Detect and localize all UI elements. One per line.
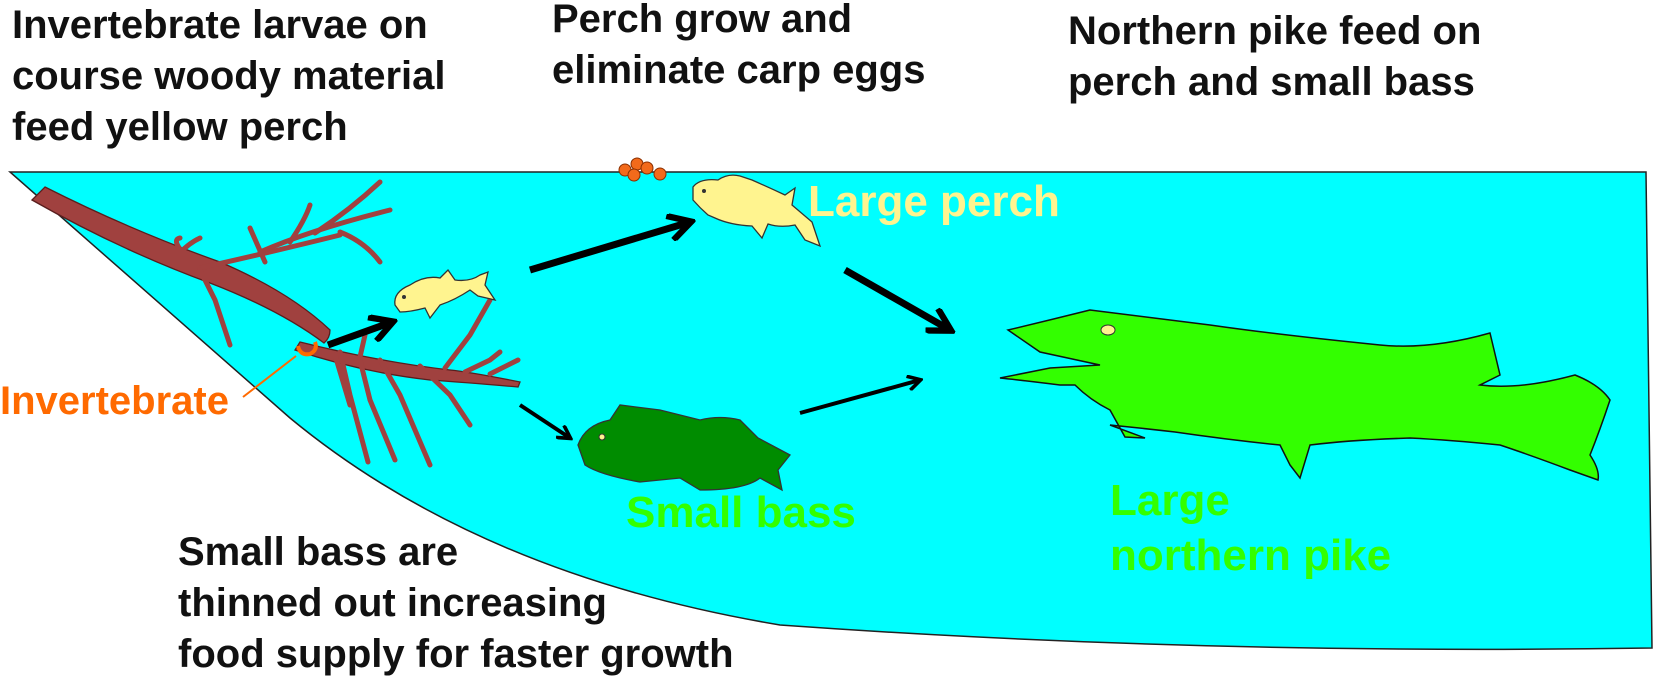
small-bass-icon xyxy=(577,404,791,492)
large-pike-label-line1: Large xyxy=(1110,476,1230,525)
large-pike-label-line2: northern pike xyxy=(1110,531,1391,580)
northern-pike-icon xyxy=(999,309,1611,481)
caption-pike-feed: Northern pike feed on perch and small ba… xyxy=(1068,9,1482,104)
caption-invertebrate-larvae: Invertebrate larvae on course woody mate… xyxy=(12,3,446,149)
large-perch-label: Large perch xyxy=(808,177,1060,226)
yellow-perch-icon xyxy=(394,268,497,320)
arrow-large-perch-to-pike xyxy=(843,266,950,330)
caption-perch-grow: Perch grow and eliminate carp eggs xyxy=(552,0,926,92)
arrow-perch-to-bass xyxy=(518,403,570,438)
woody-branch-icon xyxy=(30,179,521,468)
invertebrate-icon xyxy=(242,341,318,398)
food-web-arrows xyxy=(326,222,950,438)
invertebrate-label: Invertebrate xyxy=(0,379,229,423)
arrow-invertebrate-to-perch xyxy=(326,322,392,349)
small-bass-label: Small bass xyxy=(626,488,856,537)
arrow-perch-to-large-perch xyxy=(528,222,690,274)
large-perch-icon xyxy=(692,174,822,248)
carp-eggs-icon xyxy=(618,157,667,182)
caption-small-bass-thinned: Small bass are thinned out increasing fo… xyxy=(178,530,734,676)
arrow-bass-to-pike xyxy=(799,380,920,415)
